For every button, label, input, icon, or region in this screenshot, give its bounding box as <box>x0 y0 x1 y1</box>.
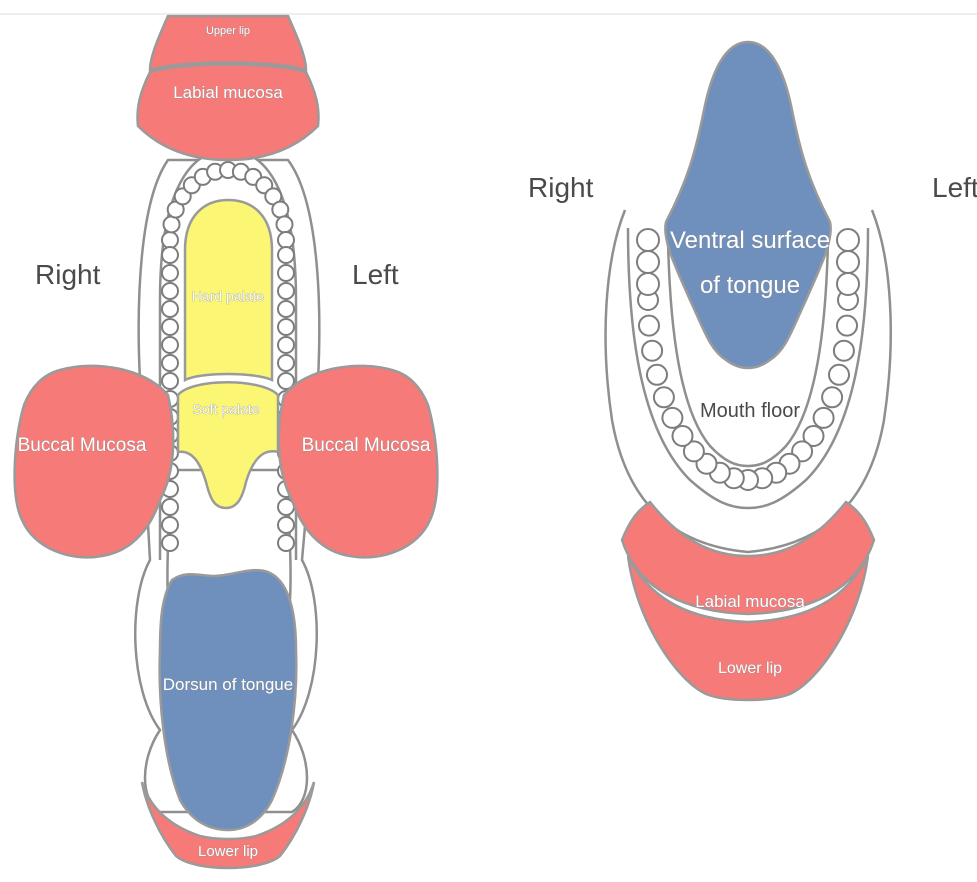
tooth <box>278 265 294 281</box>
tooth <box>162 247 178 263</box>
tooth <box>637 229 659 251</box>
upper-labial-mucosa-region <box>138 65 319 161</box>
lower-view-left-label: Left <box>932 172 977 203</box>
tooth <box>162 265 178 281</box>
tooth <box>829 365 849 385</box>
lower-view-right-label: Right <box>528 172 594 203</box>
tooth <box>278 283 294 299</box>
tooth <box>278 355 294 371</box>
upper-view-lower-lip-label: Lower lip <box>198 843 258 860</box>
tooth <box>822 387 842 407</box>
tooth <box>837 273 859 295</box>
tooth <box>162 337 178 353</box>
tooth <box>837 316 857 336</box>
tooth <box>814 408 834 428</box>
tooth <box>278 337 294 353</box>
tooth <box>637 251 659 273</box>
tooth <box>662 408 682 428</box>
tooth <box>162 301 178 317</box>
upper-labial-mucosa-label: Labial mucosa <box>173 83 283 102</box>
tooth <box>162 355 178 371</box>
tooth <box>162 232 178 248</box>
tooth <box>278 517 294 533</box>
upper-view-left-label: Left <box>352 259 399 290</box>
tooth <box>162 373 178 389</box>
tooth <box>834 341 854 361</box>
lower-labial-mucosa-label: Labial mucosa <box>695 592 805 611</box>
dorsum-of-tongue-label: Dorsun of tongue <box>163 675 293 694</box>
tooth <box>639 316 659 336</box>
tooth <box>162 517 178 533</box>
tooth <box>162 283 178 299</box>
tooth <box>162 535 178 551</box>
upper-lip-label: Upper lip <box>206 25 250 37</box>
tooth <box>278 232 294 248</box>
tooth <box>647 365 667 385</box>
tooth <box>837 229 859 251</box>
tooth <box>637 273 659 295</box>
tooth <box>162 499 178 515</box>
soft-palate-label: Soft palate <box>193 401 260 417</box>
tooth <box>164 216 180 232</box>
mouth-floor-label: Mouth floor <box>700 400 800 422</box>
tooth <box>642 341 662 361</box>
ventral-tongue-label-line2: of tongue <box>700 272 800 299</box>
buccal-mucosa-right-label: Buccal Mucosa <box>18 435 147 456</box>
tooth <box>278 535 294 551</box>
tooth <box>673 426 693 446</box>
tooth <box>278 319 294 335</box>
hard-palate-label: Hard palate <box>192 288 265 304</box>
lower-view-lower-lip-label: Lower lip <box>718 660 782 677</box>
buccal-mucosa-left-label: Buccal Mucosa <box>302 435 431 456</box>
upper-view-right-label: Right <box>35 259 101 290</box>
tooth <box>654 387 674 407</box>
tooth <box>278 301 294 317</box>
tooth <box>277 216 293 232</box>
tooth <box>837 251 859 273</box>
tooth <box>272 202 288 218</box>
tooth <box>162 319 178 335</box>
tooth <box>278 247 294 263</box>
dorsum-of-tongue-region <box>160 570 297 830</box>
ventral-tongue-label-line1: Ventral surface <box>670 227 830 254</box>
